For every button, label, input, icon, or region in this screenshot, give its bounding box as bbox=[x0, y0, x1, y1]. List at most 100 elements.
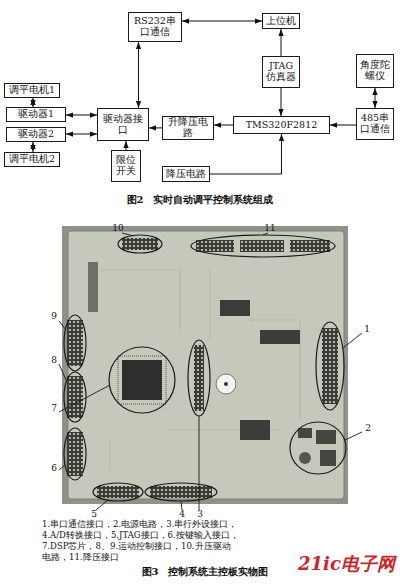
callout-number: 1 bbox=[364, 325, 370, 335]
box-text: 调平电机1 bbox=[9, 85, 55, 96]
signal-arrow bbox=[66, 134, 97, 135]
block-box: TMS320F2812 bbox=[233, 116, 330, 134]
photo-background bbox=[62, 226, 348, 504]
callout-ellipse bbox=[118, 235, 162, 253]
block-box: 限位开关 bbox=[111, 150, 141, 182]
connector bbox=[322, 328, 338, 404]
legend-note: 7.DSP芯片，8、9.运动控制接口，10.升压驱动 bbox=[42, 542, 231, 551]
callout-number: 2 bbox=[365, 424, 371, 434]
led-row bbox=[88, 262, 98, 312]
block-box: 降压电路 bbox=[162, 166, 210, 182]
block-box: JTAG仿真器 bbox=[262, 56, 300, 88]
signal-arrow bbox=[33, 98, 34, 107]
callout-ellipse bbox=[191, 235, 335, 257]
connector bbox=[97, 486, 139, 498]
pcb-board bbox=[68, 231, 344, 499]
callout-ellipse bbox=[145, 483, 217, 501]
connector-pins bbox=[240, 240, 284, 252]
signal-arrow bbox=[330, 125, 356, 126]
signal-arrow bbox=[375, 88, 376, 108]
callout-number: 3 bbox=[197, 510, 203, 520]
callout-ellipses bbox=[64, 235, 346, 501]
leader-lines bbox=[59, 233, 362, 510]
callout-ellipse bbox=[188, 340, 210, 416]
figure-caption: 图2 实时自动调平控制系统组成 bbox=[127, 194, 274, 205]
power-part bbox=[298, 428, 312, 438]
connector-pins bbox=[322, 328, 338, 404]
callout-ellipse bbox=[64, 315, 86, 371]
box-text: 上位机 bbox=[266, 16, 296, 27]
power-part bbox=[299, 452, 311, 464]
connector-pins bbox=[67, 432, 83, 476]
buzzer bbox=[216, 374, 236, 394]
box-text: 升降压电路 bbox=[164, 117, 212, 139]
chip-pins bbox=[118, 356, 166, 404]
box-text: RS232串口通信 bbox=[130, 16, 180, 38]
signal-arrow bbox=[66, 115, 97, 116]
callout-number: 5 bbox=[91, 510, 97, 520]
connector bbox=[290, 240, 330, 252]
connector-pins bbox=[290, 240, 330, 252]
connector bbox=[67, 376, 83, 418]
callout-number: 6 bbox=[51, 464, 57, 474]
connector bbox=[67, 320, 83, 366]
block-box: 驱动器2 bbox=[6, 127, 66, 142]
box-text: 驱动器接口 bbox=[99, 114, 147, 136]
block-box: 驱动器1 bbox=[6, 107, 66, 122]
block-box: 角度陀螺仪 bbox=[356, 54, 394, 88]
ic-chip bbox=[260, 330, 300, 344]
signal-arrow bbox=[281, 88, 282, 116]
box-text: 485串口通信 bbox=[358, 113, 392, 135]
callout-ellipse bbox=[64, 428, 86, 480]
signal-arrow bbox=[138, 42, 139, 108]
callout-number: 10 bbox=[112, 224, 123, 234]
signal-arrow bbox=[214, 125, 233, 126]
signal-arrow bbox=[33, 142, 34, 152]
callout-number: 9 bbox=[51, 312, 57, 322]
box-text: 限位开关 bbox=[113, 155, 139, 177]
signal-arrow bbox=[182, 21, 262, 22]
block-box: 升降压电路 bbox=[162, 116, 214, 140]
watermark: 21ic电子网 bbox=[298, 554, 395, 574]
connector bbox=[122, 238, 158, 250]
callout-number: 8 bbox=[51, 356, 57, 366]
box-text: 降压电路 bbox=[166, 169, 206, 180]
box-text: JTAG仿真器 bbox=[264, 61, 298, 83]
connector-pins bbox=[67, 320, 83, 366]
signal-arrow bbox=[149, 127, 162, 128]
connector-pins bbox=[194, 345, 204, 411]
connector-pins bbox=[150, 486, 212, 498]
connector bbox=[196, 240, 234, 252]
connector bbox=[150, 486, 212, 498]
callout-ellipse bbox=[290, 422, 346, 474]
block-box: 485串口通信 bbox=[356, 108, 394, 140]
block-box: 调平电机1 bbox=[4, 83, 60, 98]
ic-chip bbox=[240, 420, 270, 440]
callout-ellipse bbox=[109, 347, 175, 413]
connector-pins bbox=[97, 486, 139, 498]
box-text: 调平电机2 bbox=[9, 154, 55, 165]
callout-number: 7 bbox=[51, 404, 57, 414]
power-part bbox=[316, 430, 336, 444]
buzzer-hole bbox=[224, 382, 228, 386]
legend-note: 4.A/D转换接口，5.JTAG接口，6.按键输入接口， bbox=[42, 531, 239, 540]
legend-note: 1.串口通信接口，2.电源电路，3.串行外设接口， bbox=[42, 520, 237, 529]
legend-note: 电路，11.降压接口 bbox=[42, 553, 119, 562]
connector-pins bbox=[196, 240, 234, 252]
box-text: 驱动器2 bbox=[18, 129, 54, 140]
figure-caption: 图3 控制系统主控板实物图 bbox=[142, 566, 269, 577]
block-box: 上位机 bbox=[262, 13, 300, 29]
connector bbox=[194, 345, 204, 411]
box-text: 驱动器1 bbox=[18, 109, 54, 120]
connector-pins bbox=[122, 238, 158, 250]
ic-chip bbox=[220, 300, 250, 316]
box-text: TMS320F2812 bbox=[246, 120, 317, 131]
signal-arrow bbox=[126, 141, 127, 150]
block-box: RS232串口通信 bbox=[128, 12, 182, 42]
pcb-trace bbox=[100, 270, 300, 470]
callout-ellipse bbox=[64, 372, 86, 422]
